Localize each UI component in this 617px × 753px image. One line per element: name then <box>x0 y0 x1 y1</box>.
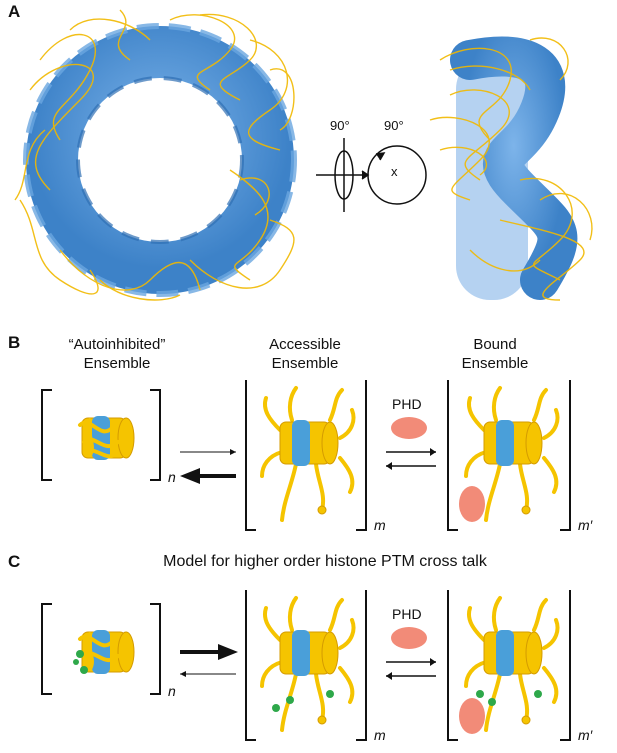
nucleosome-top-view <box>14 9 297 301</box>
c-equilibrium-arrows-1 <box>180 644 238 677</box>
state1-title-line1: “Autoinhibited” <box>68 336 166 353</box>
c-phd-reader-free <box>391 627 427 649</box>
state2-subscript-b: m <box>374 517 386 533</box>
panel-a-structure-art <box>14 9 593 301</box>
state3-subscript-b: m′ <box>578 517 593 533</box>
phd-label-c: PHD <box>392 606 422 622</box>
c-state2-brackets <box>245 590 367 741</box>
rotation-label-left: 90° <box>330 118 350 133</box>
state1-subscript-b: n <box>168 469 176 485</box>
rotation-axis-symbol: x <box>391 164 398 179</box>
state3-subscript-c: m′ <box>578 727 593 743</box>
c-accessible-nucleosome <box>260 596 356 732</box>
phd-reader-free <box>391 417 427 439</box>
rotation-label-right: 90° <box>384 118 404 133</box>
state2-title-line1: Accessible <box>269 336 341 353</box>
state2-title-line2: Ensemble <box>271 355 339 372</box>
phd-label-b: PHD <box>392 396 422 412</box>
state1-title-line2: Ensemble <box>83 355 151 372</box>
state1-brackets <box>41 389 161 481</box>
state3-title-line1: Bound <box>473 336 517 353</box>
state2-brackets <box>245 380 367 531</box>
bound-nucleosome <box>459 386 560 522</box>
nucleosome-side-view <box>429 36 593 301</box>
c-state1-brackets <box>41 603 161 695</box>
panel-c-letter: C <box>8 552 21 571</box>
accessible-nucleosome <box>260 386 356 522</box>
autoinhibited-nucleosome <box>78 416 135 460</box>
panel-c-title: Model for higher order histone PTM cross… <box>163 553 487 570</box>
state1-subscript-c: n <box>168 683 176 699</box>
state2-subscript-c: m <box>374 727 386 743</box>
panel-b-letter: B <box>8 333 21 352</box>
state3-brackets <box>447 380 571 531</box>
c-phd-reader-bound <box>459 698 485 734</box>
equilibrium-arrows-2 <box>386 448 436 470</box>
c-state3-brackets <box>447 590 571 741</box>
c-autoinhibited-nucleosome <box>73 630 135 674</box>
rotation-symbols <box>316 138 427 212</box>
panel-a-letter: A <box>8 2 21 21</box>
state2-title: Accessible Ensemble <box>250 335 360 373</box>
panel-c-scheme <box>41 590 571 741</box>
c-equilibrium-arrows-2 <box>386 658 436 680</box>
phd-reader-bound <box>459 486 485 522</box>
equilibrium-arrows-1 <box>180 449 236 484</box>
c-bound-nucleosome <box>459 596 560 734</box>
state1-title: “Autoinhibited” Ensemble <box>62 335 172 373</box>
state3-title-line2: Ensemble <box>461 355 529 372</box>
panel-b-scheme <box>41 380 571 531</box>
state3-title: Bound Ensemble <box>440 335 550 373</box>
